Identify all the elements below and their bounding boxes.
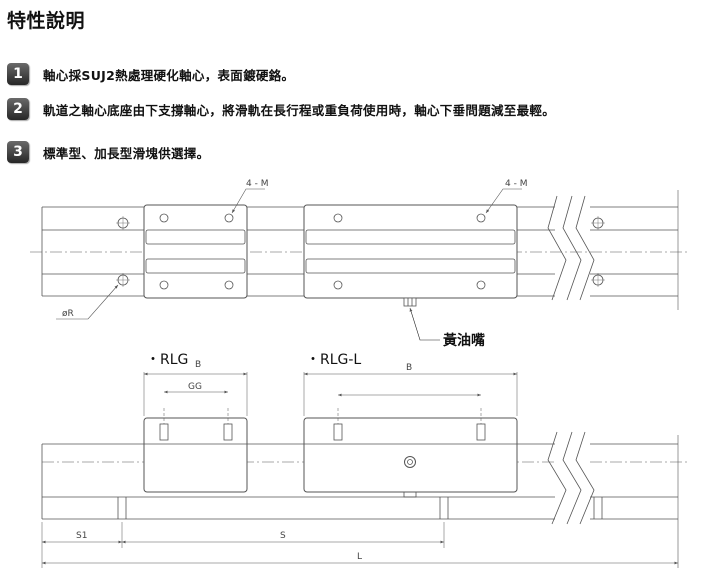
feature-item-1: 1 軸心採SUJ2熱處理硬化軸心，表面鍍硬鉻。 — [7, 63, 294, 85]
top-view — [30, 188, 690, 341]
dim-s1-label: S1 — [76, 531, 87, 541]
feature-text: 標準型、加長型滑塊供選擇。 — [43, 145, 210, 161]
feature-item-2: 2 軌道之軸心底座由下支撐軸心，將滑軌在長行程或重負荷使用時，軸心下垂問題減至最… — [7, 98, 555, 120]
model-standard-label: ・RLG — [146, 352, 188, 368]
dim-l-label: L — [357, 552, 362, 562]
feature-number-badge: 1 — [7, 63, 29, 85]
diameter-label: øR — [62, 309, 74, 319]
feature-text: 軌道之軸心底座由下支撐軸心，將滑軌在長行程或重負荷使用時，軸心下垂問題減至最輕。 — [43, 102, 556, 118]
feature-text: 軸心採SUJ2熱處理硬化軸心，表面鍍硬鉻。 — [43, 67, 295, 83]
feature-number-badge: 2 — [7, 98, 29, 120]
mount-hole-label: 4 - M — [505, 179, 527, 189]
mount-hole-label: 4 - M — [246, 179, 268, 189]
dim-b-label: B — [406, 363, 412, 373]
dim-gg-label: GG — [188, 382, 202, 392]
feature-number-badge: 3 — [7, 141, 29, 163]
model-long-label: ・RLG-L — [306, 352, 361, 368]
dim-s-label: S — [280, 531, 286, 541]
side-view — [41, 372, 690, 568]
model-standard-subscript: B — [195, 360, 201, 370]
grease-nipple-label: 黃油嘴 — [442, 332, 485, 349]
feature-item-3: 3 標準型、加長型滑塊供選擇。 — [7, 141, 209, 163]
page-title: 特性說明 — [7, 10, 86, 32]
